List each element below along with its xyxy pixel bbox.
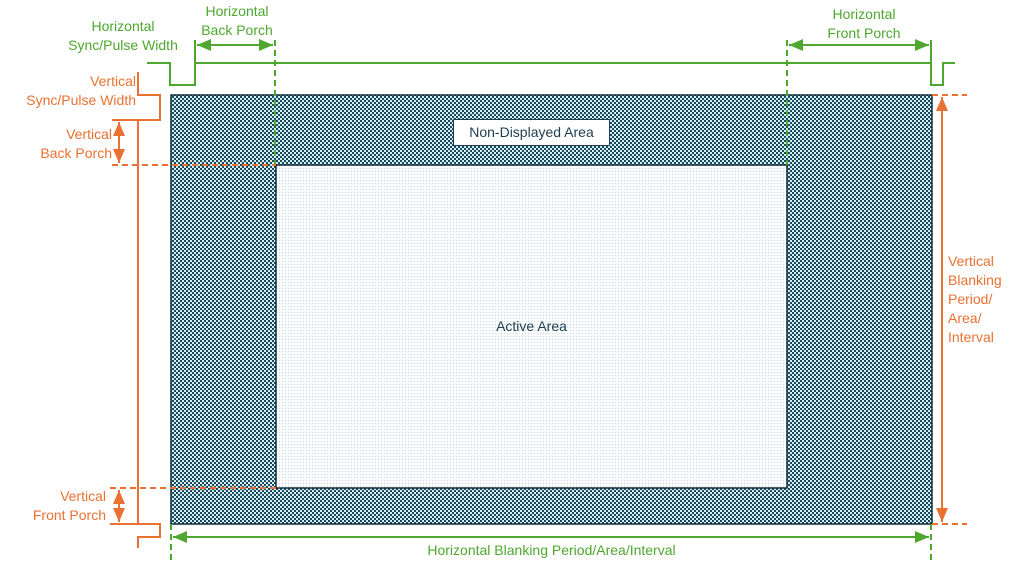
vsync-signal-top <box>112 72 161 121</box>
active-area <box>275 164 788 489</box>
active-area-label: Active Area <box>496 318 567 334</box>
non-displayed-area-label: Non-Displayed Area <box>453 119 610 146</box>
vsync-signal-bottom <box>110 523 161 548</box>
hsync-signal <box>147 62 955 86</box>
h-blanking-label: Horizontal Blanking Period/Area/Interval <box>427 542 676 558</box>
